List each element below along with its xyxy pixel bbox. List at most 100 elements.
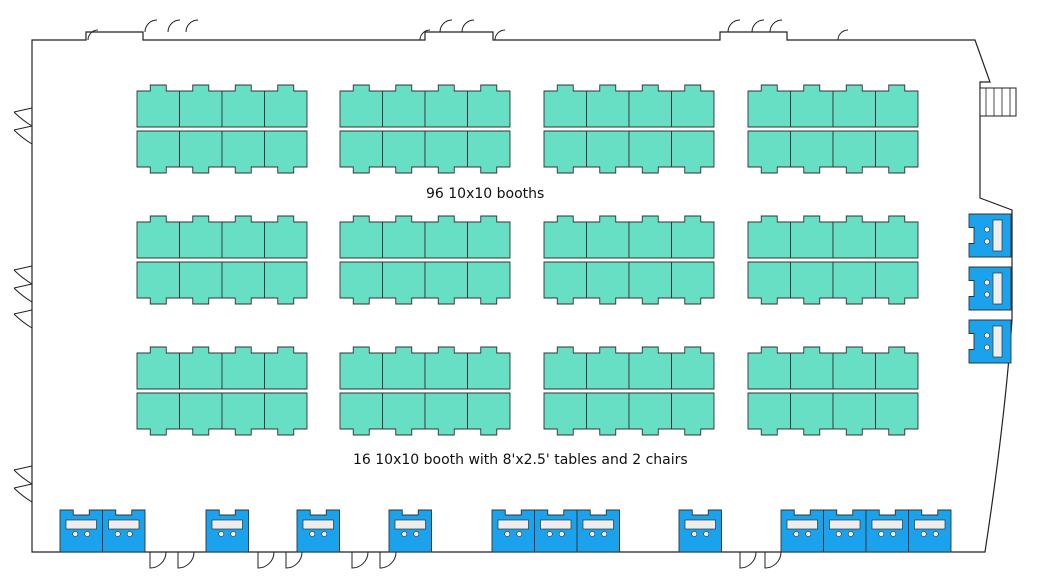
door-icon xyxy=(13,125,33,145)
booth xyxy=(875,215,919,259)
booth xyxy=(628,346,672,390)
table-booth xyxy=(491,509,535,553)
table-booth-body xyxy=(908,509,952,553)
booth xyxy=(747,130,791,174)
booth xyxy=(424,215,468,259)
booth xyxy=(628,261,672,305)
table-booth xyxy=(102,509,146,553)
chair xyxy=(72,531,79,537)
booth xyxy=(264,84,308,128)
table-booth-body xyxy=(388,509,432,553)
booth xyxy=(671,392,715,436)
booth xyxy=(382,84,426,128)
table-booth xyxy=(865,509,909,553)
booth xyxy=(747,346,791,390)
booth xyxy=(179,392,223,436)
chair xyxy=(984,238,990,245)
booth xyxy=(628,392,672,436)
table xyxy=(992,219,1003,252)
table-booth-body xyxy=(102,509,146,553)
table-booth-body xyxy=(780,509,824,553)
booth-grid xyxy=(136,84,919,436)
table-booths-label: 16 10x10 booth with 8'x2.5' tables and 2… xyxy=(353,452,688,468)
booth xyxy=(671,215,715,259)
booth xyxy=(832,261,876,305)
door-icon xyxy=(13,309,33,329)
booth xyxy=(586,130,630,174)
table-booth xyxy=(780,509,824,553)
table-booth-body xyxy=(678,509,722,553)
booth xyxy=(543,346,587,390)
table-booth-body xyxy=(205,509,249,553)
chair xyxy=(984,332,990,339)
booth xyxy=(467,392,511,436)
door-icon xyxy=(167,19,181,33)
chair xyxy=(413,531,420,537)
booth xyxy=(543,215,587,259)
door-icon xyxy=(379,551,397,569)
booth xyxy=(671,261,715,305)
booth xyxy=(179,261,223,305)
booth xyxy=(832,392,876,436)
table-booth xyxy=(534,509,578,553)
booth xyxy=(424,261,468,305)
table-booth xyxy=(205,509,249,553)
chair xyxy=(878,531,885,537)
booth xyxy=(136,261,180,305)
door-icon xyxy=(764,551,782,569)
booth xyxy=(339,84,383,128)
door-icon xyxy=(494,29,506,41)
booth xyxy=(339,392,383,436)
booth xyxy=(832,215,876,259)
booth xyxy=(467,261,511,305)
booth xyxy=(628,84,672,128)
booth xyxy=(382,130,426,174)
booth xyxy=(382,392,426,436)
chair xyxy=(984,344,990,351)
booth xyxy=(790,84,834,128)
booth xyxy=(339,346,383,390)
door-icon xyxy=(769,19,783,33)
door-icon xyxy=(285,551,303,569)
booth xyxy=(136,392,180,436)
booth xyxy=(586,392,630,436)
booth xyxy=(875,84,919,128)
chair xyxy=(932,531,939,537)
booth xyxy=(424,346,468,390)
table-booth xyxy=(968,266,1012,311)
chair xyxy=(321,531,328,537)
table xyxy=(211,519,243,530)
table xyxy=(684,519,716,530)
chair xyxy=(703,531,710,537)
booth xyxy=(221,215,265,259)
booth xyxy=(790,392,834,436)
room-walls xyxy=(31,31,1017,553)
booth xyxy=(136,84,180,128)
table xyxy=(497,519,529,530)
booth xyxy=(747,261,791,305)
table-booth-body xyxy=(296,509,340,553)
booth xyxy=(382,261,426,305)
booths-count-label: 96 10x10 booths xyxy=(426,186,545,202)
booth xyxy=(586,346,630,390)
stair-box xyxy=(979,87,1017,117)
booth xyxy=(832,84,876,128)
table xyxy=(108,519,140,530)
booth xyxy=(179,215,223,259)
booth xyxy=(586,84,630,128)
table-booth-body xyxy=(534,509,578,553)
booth xyxy=(136,346,180,390)
table xyxy=(992,272,1003,305)
booth xyxy=(179,130,223,174)
booth xyxy=(875,346,919,390)
chair xyxy=(546,531,553,537)
chair xyxy=(890,531,897,537)
booth xyxy=(543,261,587,305)
booth xyxy=(424,84,468,128)
booth xyxy=(586,261,630,305)
door-icon xyxy=(13,265,33,285)
booth xyxy=(382,215,426,259)
booth xyxy=(467,84,511,128)
chair xyxy=(835,531,842,537)
door-icon xyxy=(13,107,33,127)
